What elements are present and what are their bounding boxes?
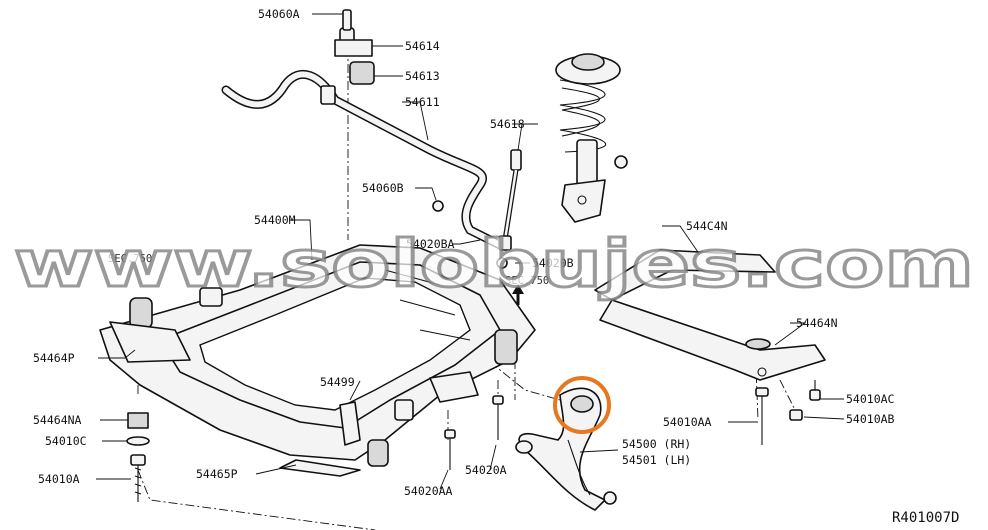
label-54614: 54614 (405, 39, 440, 53)
stabilizer-link (432, 149, 522, 269)
label-54020AA: 54020AA (404, 484, 453, 498)
label-54010C: 54010C (45, 434, 87, 448)
label-54020B: 54020B (532, 256, 574, 270)
label-54464P: 54464P (33, 351, 75, 365)
diagram-ref-code: R401007D (892, 510, 959, 526)
label-sec750-left: SEC.750 (108, 253, 152, 265)
label-54618: 54618 (490, 117, 525, 131)
bolts (126, 380, 821, 502)
label-54500-rh: 54500 (RH) (622, 437, 691, 451)
stabilizer-bushing-clamp (334, 9, 375, 85)
strut-assembly (555, 53, 628, 223)
label-54020BA: 54020BA (406, 237, 455, 251)
label-54499: 54499 (320, 375, 355, 389)
lower-control-arm (515, 387, 617, 511)
label-54060B: 54060B (362, 181, 404, 195)
front-crossmember (594, 249, 826, 381)
watermark-text: www.solobujes.com (14, 228, 974, 302)
highlight-circle (553, 376, 611, 434)
label-54060A: 54060A (258, 7, 300, 21)
label-54020A: 54020A (465, 463, 507, 477)
stabilizer-bar (221, 69, 505, 250)
leader-lines (96, 13, 845, 490)
label-54010A: 54010A (38, 472, 80, 486)
label-544C4N: 544C4N (686, 219, 728, 233)
label-54611: 54611 (405, 95, 440, 109)
label-54501-lh: 54501 (LH) (622, 453, 691, 467)
label-54010AC: 54010AC (846, 392, 895, 406)
label-54464N: 54464N (796, 316, 838, 330)
label-sec750-right: SEC.750 (505, 275, 549, 287)
part-labels: 54060A 54614 54613 54611 54618 54060B 54… (33, 7, 895, 498)
label-54010AA: 54010AA (663, 415, 712, 429)
label-54613: 54613 (405, 69, 440, 83)
label-54464NA: 54464NA (33, 413, 82, 427)
label-54010AB: 54010AB (846, 412, 895, 426)
label-54400M: 54400M (254, 213, 296, 227)
suspension-subframe (99, 244, 536, 477)
label-54465P: 54465P (196, 467, 238, 481)
direction-arrow (512, 284, 524, 305)
